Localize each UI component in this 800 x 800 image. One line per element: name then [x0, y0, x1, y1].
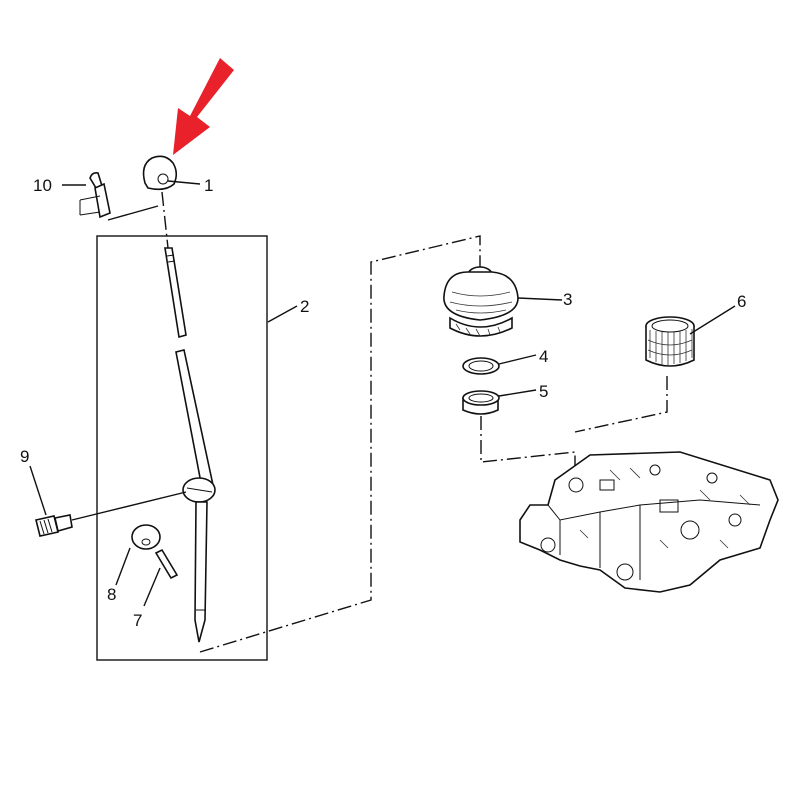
leader-2 [267, 305, 298, 323]
leader-10-1 [107, 205, 159, 221]
group-2-box [96, 235, 268, 661]
callout-10: 10 [33, 176, 52, 195]
leader-5-body [480, 416, 576, 475]
part-9-screw [29, 465, 73, 537]
leader-knob-rod [161, 191, 169, 249]
callout-8: 8 [107, 585, 116, 604]
part-5-bushing [462, 389, 537, 415]
red-pointer-arrow-icon [173, 58, 234, 155]
callout-1: 1 [204, 176, 213, 195]
part-2-shift-lever [164, 247, 216, 643]
valve-body-housing [519, 451, 779, 593]
callout-6: 6 [737, 292, 746, 311]
callout-3: 3 [563, 290, 572, 309]
callout-2: 2 [300, 297, 309, 316]
part-3-boot [443, 266, 563, 337]
callout-4: 4 [539, 347, 548, 366]
part-8-bushing [115, 524, 161, 586]
part-10-pin [62, 172, 111, 219]
part-7-pin [143, 548, 179, 607]
part-1-knob [142, 155, 201, 191]
callout-7: 7 [133, 611, 142, 630]
callout-5: 5 [539, 382, 548, 401]
leader-6-body [574, 376, 668, 433]
leader-9 [71, 491, 187, 521]
part-6-filter [645, 305, 736, 367]
leader-lever-boot [199, 235, 481, 653]
callout-9: 9 [20, 447, 29, 466]
part-4-ring [462, 354, 537, 375]
